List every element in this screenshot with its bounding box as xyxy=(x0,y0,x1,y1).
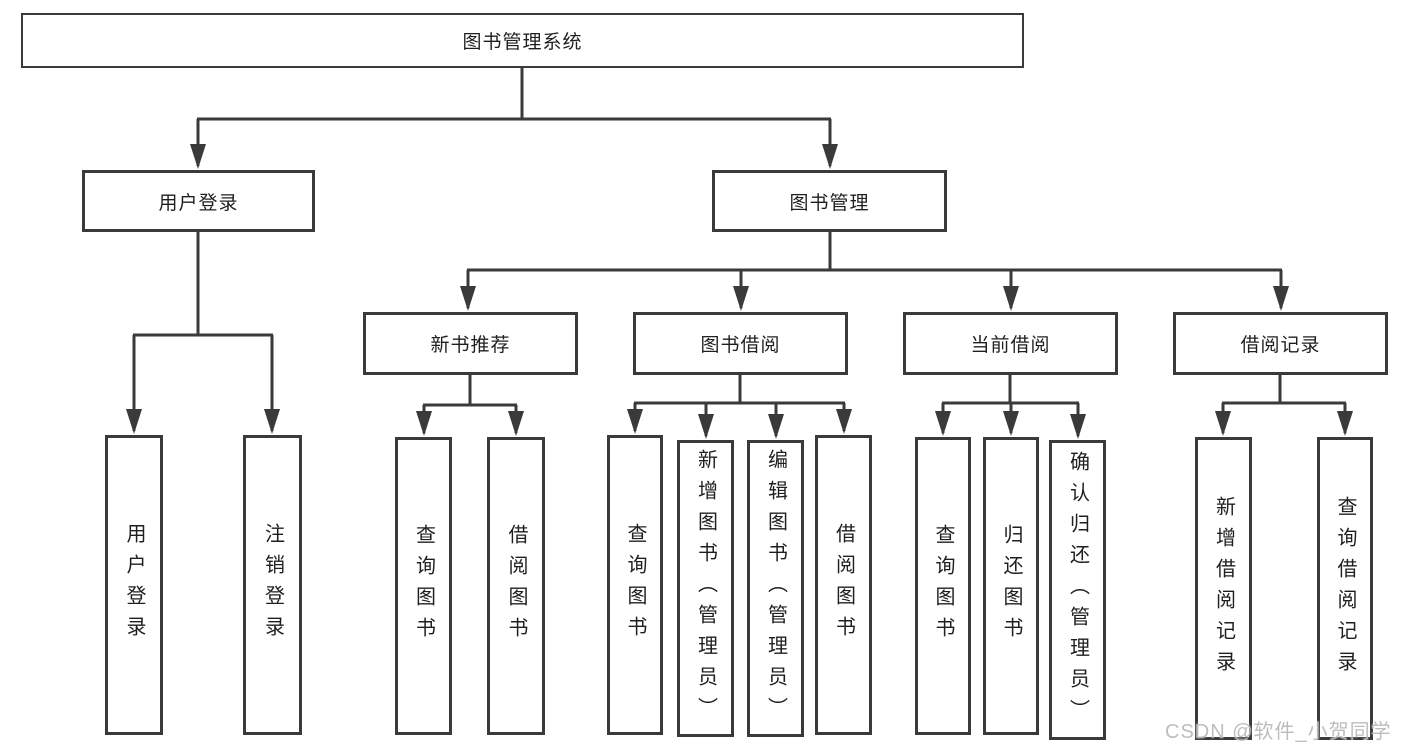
node-library-system-label: 图书管理系统 xyxy=(462,32,583,53)
node-edit-books-admin-label: 编辑图书（管理员） xyxy=(764,449,787,728)
node-user-login-leaf-label: 用户登录 xyxy=(123,523,145,647)
node-user-login-label: 用户登录 xyxy=(158,192,239,214)
node-user-login-leaf: 用户登录 xyxy=(105,435,163,735)
node-current-borrowing: 当前借阅 xyxy=(903,312,1118,375)
node-logout: 注销登录 xyxy=(243,435,302,735)
node-query-books-current-label: 查询图书 xyxy=(932,524,954,648)
node-return-books: 归还图书 xyxy=(983,437,1039,735)
node-query-books-borrow: 查询图书 xyxy=(607,435,663,735)
node-book-management-label: 图书管理 xyxy=(789,192,870,214)
node-confirm-return-admin: 确认归还（管理员） xyxy=(1049,440,1106,740)
node-current-borrowing-label: 当前借阅 xyxy=(970,335,1051,356)
node-query-books-current: 查询图书 xyxy=(915,437,971,735)
node-return-books-label: 归还图书 xyxy=(1000,524,1022,648)
node-book-borrowing-label: 图书借阅 xyxy=(700,335,781,356)
node-query-borrow-record-label: 查询借阅记录 xyxy=(1334,495,1356,682)
node-query-books-recommend: 查询图书 xyxy=(395,437,452,735)
node-add-borrow-record-label: 新增借阅记录 xyxy=(1212,495,1235,682)
node-confirm-return-admin-label: 确认归还（管理员） xyxy=(1066,450,1089,730)
node-book-management: 图书管理 xyxy=(712,170,947,232)
node-library-system: 图书管理系统 xyxy=(21,13,1024,68)
node-query-books-borrow-label: 查询图书 xyxy=(624,523,646,647)
node-borrow-books-borrow-label: 借阅图书 xyxy=(832,523,855,647)
node-book-borrowing: 图书借阅 xyxy=(633,312,848,375)
node-edit-books-admin: 编辑图书（管理员） xyxy=(747,440,804,737)
node-borrow-books-borrow: 借阅图书 xyxy=(815,435,872,735)
node-add-books-admin-label: 新增图书（管理员） xyxy=(694,449,717,728)
node-new-book-recommendation-label: 新书推荐 xyxy=(430,335,511,356)
arrowheads xyxy=(126,144,1353,439)
node-borrow-books-recommend-label: 借阅图书 xyxy=(505,524,527,648)
node-query-books-recommend-label: 查询图书 xyxy=(412,524,435,648)
node-new-book-recommendation: 新书推荐 xyxy=(363,312,578,375)
node-add-books-admin: 新增图书（管理员） xyxy=(677,440,734,737)
node-add-borrow-record: 新增借阅记录 xyxy=(1195,437,1252,740)
node-borrowing-records: 借阅记录 xyxy=(1173,312,1388,375)
node-borrowing-records-label: 借阅记录 xyxy=(1240,335,1321,356)
node-borrow-books-recommend: 借阅图书 xyxy=(487,437,545,735)
node-query-borrow-record: 查询借阅记录 xyxy=(1317,437,1373,740)
node-user-login: 用户登录 xyxy=(82,170,315,232)
csdn-watermark: CSDN @软件_小贺同学 xyxy=(1165,721,1392,743)
node-logout-label: 注销登录 xyxy=(261,523,284,647)
